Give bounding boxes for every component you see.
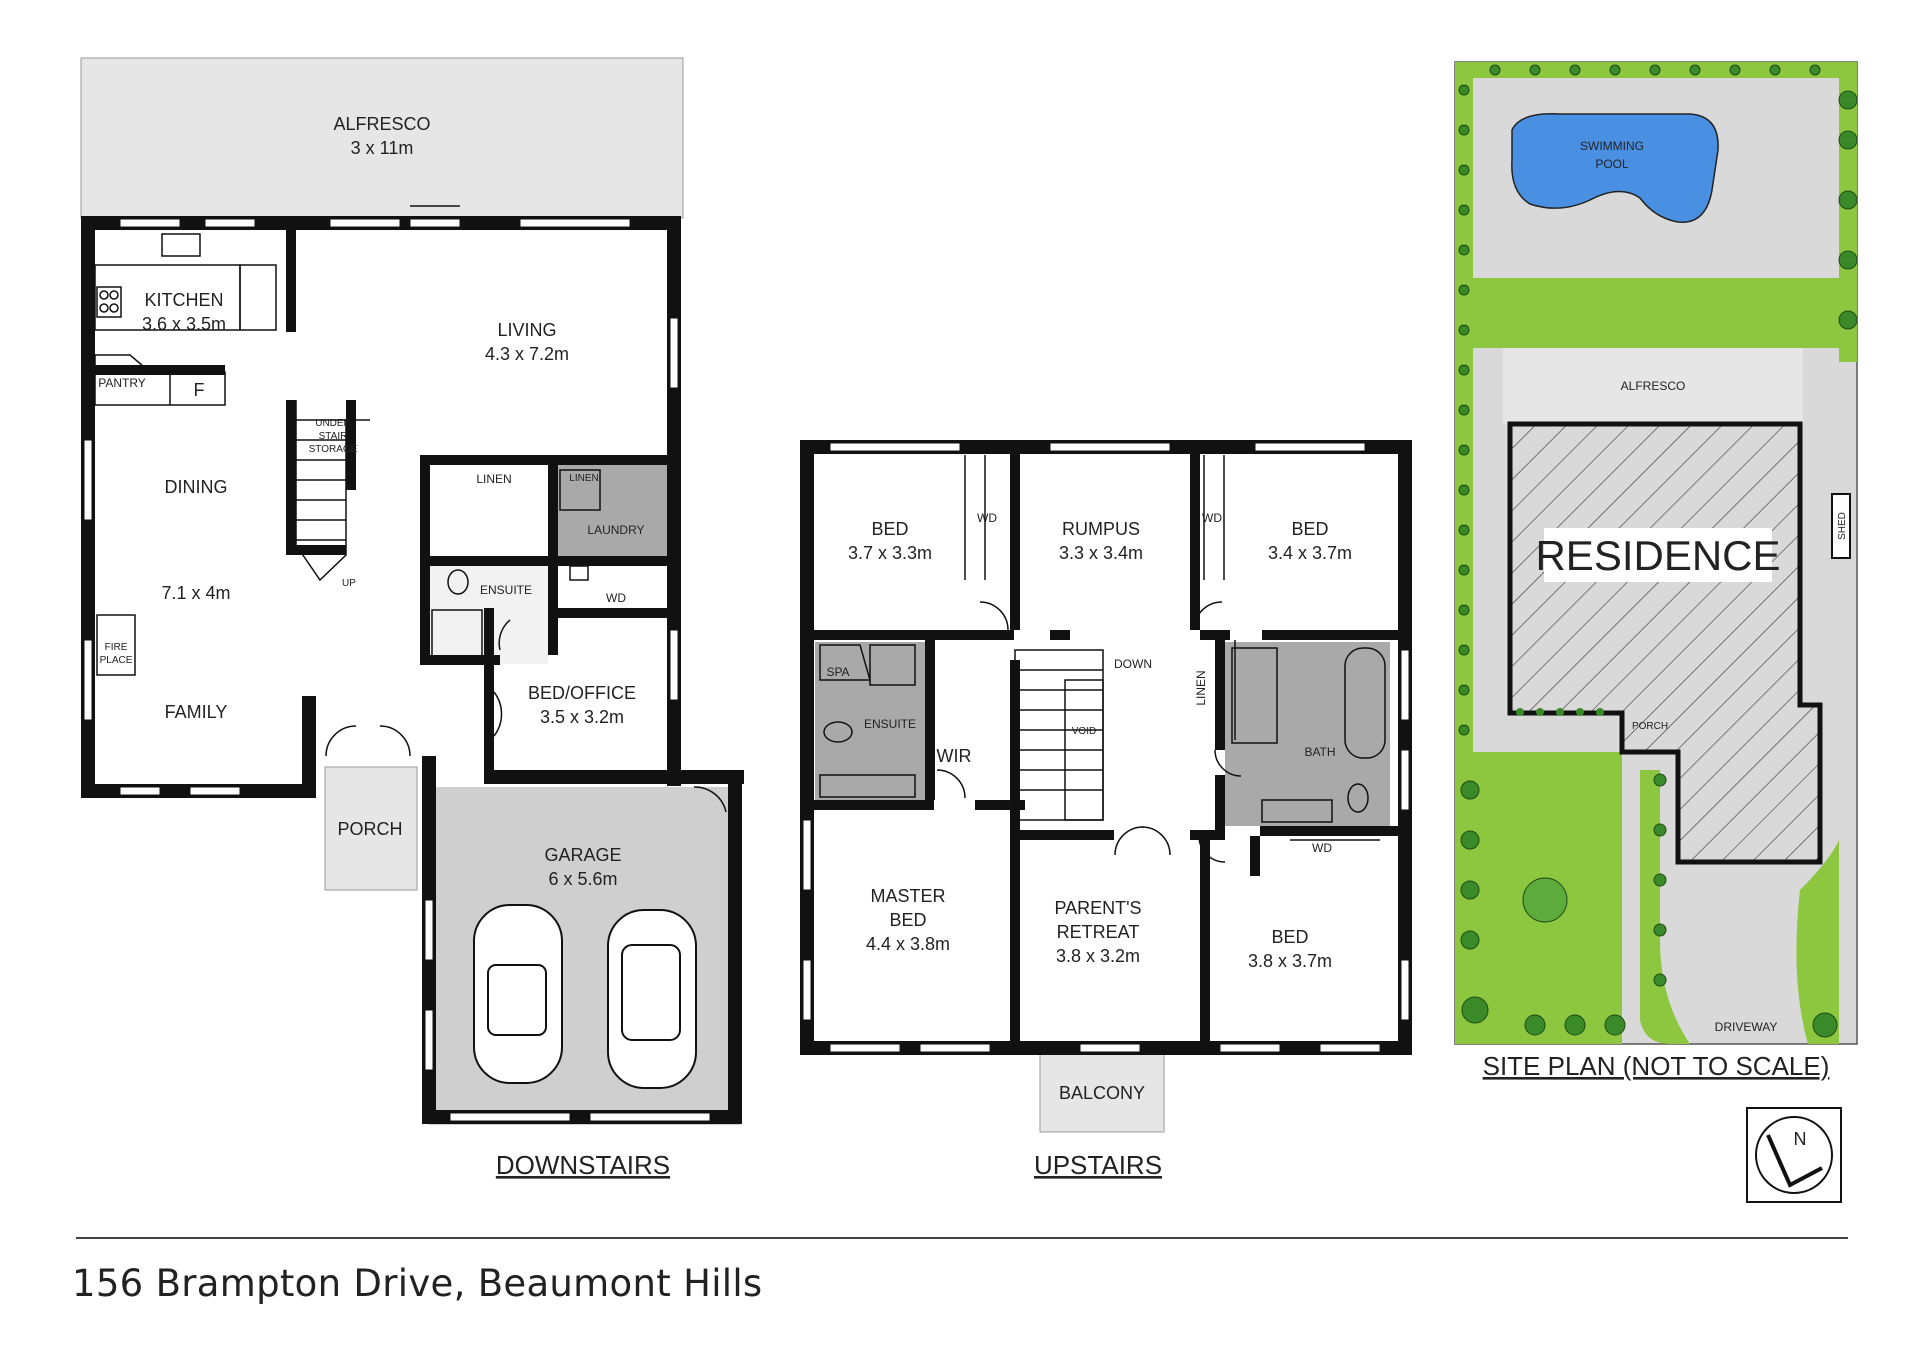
porch-label: PORCH bbox=[337, 819, 402, 839]
linen-label: LINEN bbox=[476, 472, 511, 486]
bed1-size: 3.7 x 3.3m bbox=[848, 543, 932, 563]
wd2-label: WD bbox=[1202, 511, 1222, 525]
garage-label: GARAGE bbox=[544, 845, 621, 865]
bed3-label: BED bbox=[1271, 927, 1308, 947]
alfresco-label: ALFRESCO bbox=[333, 114, 430, 134]
linen-small-label: LINEN bbox=[569, 473, 598, 484]
void-label: VOID bbox=[1072, 726, 1096, 737]
pool-label-2: POOL bbox=[1595, 157, 1629, 171]
wd1-label: WD bbox=[977, 511, 997, 525]
retreat-label-2: RETREAT bbox=[1057, 922, 1140, 942]
footer-divider bbox=[76, 1237, 1848, 1239]
rumpus-size: 3.3 x 3.4m bbox=[1059, 543, 1143, 563]
stairs-up-label: UP bbox=[342, 578, 356, 589]
north-arrow-icon bbox=[1766, 1134, 1823, 1188]
balcony-area bbox=[1039, 1053, 1165, 1133]
living-label: LIVING bbox=[497, 320, 556, 340]
upstairs-linen-label: LINEN bbox=[1194, 670, 1208, 705]
bed1-label: BED bbox=[871, 519, 908, 539]
shed bbox=[1831, 493, 1851, 559]
site-plan: SWIMMING POOL ALFRESCO RESIDENCE SHED PO… bbox=[1454, 61, 1858, 1203]
laundry-label: LAUNDRY bbox=[587, 523, 644, 537]
shed-label: SHED bbox=[1837, 512, 1848, 540]
swimming-pool bbox=[1511, 113, 1719, 223]
fridge-label: F bbox=[194, 380, 205, 400]
kitchen-size: 3.6 x 3.5m bbox=[142, 314, 226, 334]
site-porch-label: PORCH bbox=[1632, 721, 1668, 732]
site-alfresco bbox=[1503, 348, 1803, 424]
under-stair-label-2: STAIR bbox=[319, 431, 348, 442]
balcony-label: BALCONY bbox=[1059, 1083, 1145, 1103]
upstairs-plan: BED 3.7 x 3.3m WD RUMPUS 3.3 x 3.4m WD B… bbox=[800, 440, 1412, 1180]
pool-label-1: SWIMMING bbox=[1580, 139, 1644, 153]
fireplace-label-1: FIRE bbox=[105, 642, 128, 653]
master-size: 4.4 x 3.8m bbox=[866, 934, 950, 954]
porch-area bbox=[324, 766, 418, 891]
site-alfresco-label: ALFRESCO bbox=[1621, 379, 1686, 393]
garage-size: 6 x 5.6m bbox=[548, 869, 617, 889]
wd-label: WD bbox=[606, 591, 626, 605]
bed-office-size: 3.5 x 3.2m bbox=[540, 707, 624, 727]
bed-office-label: BED/OFFICE bbox=[528, 683, 636, 703]
bath-label: BATH bbox=[1304, 745, 1335, 759]
alfresco-size: 3 x 11m bbox=[351, 138, 414, 158]
rear-lawn bbox=[1473, 278, 1839, 348]
residence-label: RESIDENCE bbox=[1535, 532, 1780, 579]
bed2-size: 3.4 x 3.7m bbox=[1268, 543, 1352, 563]
under-stair-label-3: STORAGE bbox=[309, 444, 358, 455]
downstairs-plan: ALFRESCO 3 x 11m KITCHEN 3.6 x 3.5m PANT… bbox=[80, 57, 744, 1180]
upstairs-ensuite-label: ENSUITE bbox=[864, 717, 916, 731]
under-stair-label-1: UNDER bbox=[315, 418, 351, 429]
retreat-size: 3.8 x 3.2m bbox=[1056, 946, 1140, 966]
spa-label: SPA bbox=[826, 665, 849, 679]
wd3-label: WD bbox=[1312, 841, 1332, 855]
driveway-label: DRIVEWAY bbox=[1715, 1020, 1778, 1034]
retreat-label-1: PARENT'S bbox=[1054, 898, 1141, 918]
ensuite-label: ENSUITE bbox=[480, 583, 532, 597]
north-arrow-box bbox=[1746, 1107, 1842, 1203]
alfresco-area bbox=[80, 57, 684, 219]
dining-family-size: 7.1 x 4m bbox=[161, 583, 230, 603]
downstairs-title: DOWNSTAIRS bbox=[496, 1150, 670, 1180]
stairs-down-label: DOWN bbox=[1114, 657, 1152, 671]
master-label-1: MASTER bbox=[870, 886, 945, 906]
living-size: 4.3 x 7.2m bbox=[485, 344, 569, 364]
upstairs-title: UPSTAIRS bbox=[1034, 1150, 1162, 1180]
property-address: 156 Brampton Drive, Beaumont Hills bbox=[72, 1262, 763, 1305]
bed2-label: BED bbox=[1291, 519, 1328, 539]
dining-label: DINING bbox=[165, 477, 228, 497]
bath-area bbox=[1225, 642, 1390, 826]
north-label: N bbox=[1794, 1129, 1807, 1149]
fireplace-label-2: PLACE bbox=[100, 655, 133, 666]
bed3-size: 3.8 x 3.7m bbox=[1248, 951, 1332, 971]
master-label-2: BED bbox=[889, 910, 926, 930]
rumpus-label: RUMPUS bbox=[1062, 519, 1140, 539]
wir-label: WIR bbox=[937, 746, 972, 766]
site-plan-title: SITE PLAN (NOT TO SCALE) bbox=[1483, 1051, 1830, 1081]
kitchen-label: KITCHEN bbox=[144, 290, 223, 310]
family-label: FAMILY bbox=[165, 702, 228, 722]
pantry-label: PANTRY bbox=[98, 376, 146, 390]
